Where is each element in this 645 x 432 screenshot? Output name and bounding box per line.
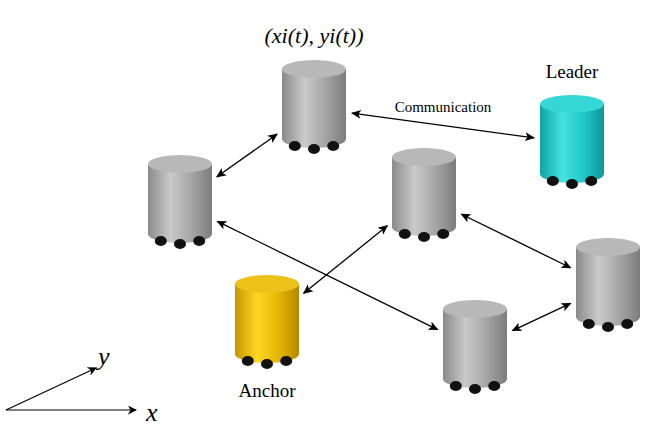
- robot-top: [443, 300, 507, 318]
- communication-link: [352, 113, 534, 138]
- robot-wheel: [488, 381, 500, 391]
- robot-body: [282, 60, 346, 156]
- link-label: Communication: [393, 99, 494, 116]
- robot-cylinder: [392, 157, 456, 236]
- communication-link: [217, 134, 277, 177]
- robot: Anchor: [235, 275, 299, 371]
- robot-wheel: [280, 356, 292, 366]
- robot-body: [392, 148, 456, 244]
- robot-cylinder: [235, 284, 299, 363]
- robot-body: [148, 155, 212, 251]
- robot: [148, 155, 212, 251]
- robot-wheel: [308, 144, 320, 154]
- robot-cylinder: [540, 104, 604, 183]
- robot-wheel: [437, 229, 449, 239]
- axis-label: y: [98, 344, 110, 370]
- robot-cylinder: [282, 69, 346, 148]
- robot-top: [148, 155, 212, 173]
- robot-wheel: [583, 319, 595, 329]
- robot-top: [540, 95, 604, 113]
- robot-wheel: [242, 356, 254, 366]
- robot-body: [540, 95, 604, 191]
- x-axis: [6, 409, 136, 410]
- robot: [576, 238, 640, 334]
- robot-wheel: [174, 239, 186, 249]
- robot-label: Anchor: [239, 381, 296, 402]
- robot: [392, 148, 456, 244]
- robot-wheel: [399, 229, 411, 239]
- robot-label: Leader: [546, 62, 599, 83]
- robot: Leader: [540, 95, 604, 191]
- robot-wheel: [547, 176, 559, 186]
- robot-body: [576, 238, 640, 334]
- robot-label: (xi(t), yi(t)): [265, 24, 364, 48]
- axis-label: x: [146, 400, 158, 426]
- robot-wheel: [418, 232, 430, 242]
- robot-wheel: [602, 322, 614, 332]
- communication-link: [512, 303, 570, 330]
- robot-top: [235, 275, 299, 293]
- robot-wheel: [450, 381, 462, 391]
- robot: (xi(t), yi(t)): [282, 60, 346, 156]
- robot-wheel: [585, 176, 597, 186]
- robot-body: [443, 300, 507, 396]
- robot-top: [392, 148, 456, 166]
- robot: [443, 300, 507, 396]
- robot-wheel: [566, 179, 578, 189]
- communication-link: [461, 214, 570, 267]
- robot-wheel: [155, 236, 167, 246]
- robot-wheel: [469, 384, 481, 394]
- robot-cylinder: [148, 164, 212, 243]
- y-axis: [6, 368, 96, 410]
- robot-cylinder: [443, 309, 507, 388]
- robot-top: [576, 238, 640, 256]
- robot-wheel: [327, 141, 339, 151]
- robot-body: [235, 275, 299, 371]
- robot-wheel: [261, 359, 273, 369]
- robot-cylinder: [576, 247, 640, 326]
- robot-wheel: [193, 236, 205, 246]
- robot-top: [282, 60, 346, 78]
- robot-wheel: [621, 319, 633, 329]
- robot-wheel: [289, 141, 301, 151]
- communication-link: [304, 226, 388, 294]
